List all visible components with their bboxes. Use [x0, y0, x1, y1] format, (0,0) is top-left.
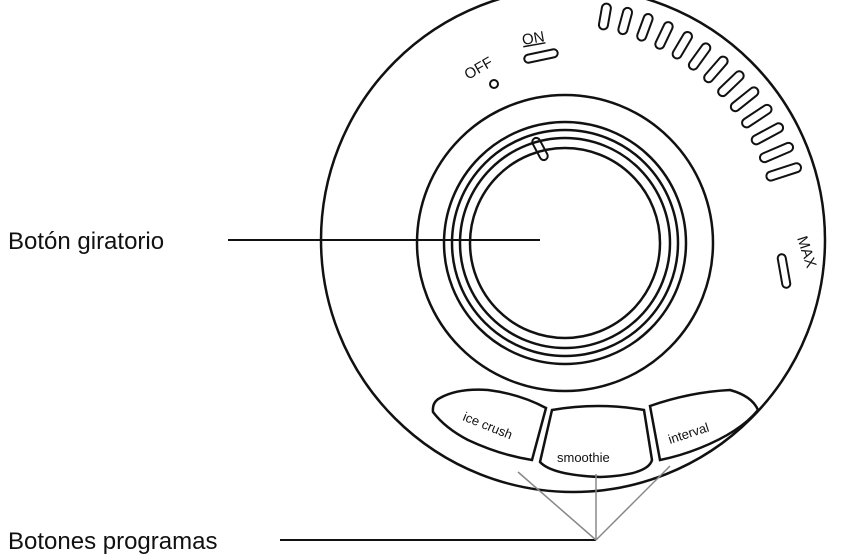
on-slot [523, 48, 559, 64]
smoothie-label: smoothie [557, 450, 610, 465]
buttons-callout-label: Botones programas [8, 528, 217, 555]
interval-button[interactable]: interval [648, 388, 760, 462]
speed-scale [597, 2, 803, 182]
leader-to-ice-crush [517, 471, 597, 541]
knob-callout-label: Botón giratorio [8, 228, 164, 255]
off-indicator-dot [489, 79, 499, 89]
interval-label: interval [666, 420, 711, 447]
speed-slot [750, 122, 785, 146]
speed-slot [729, 86, 760, 113]
speed-slot [741, 103, 773, 129]
speed-slot [758, 141, 795, 164]
speed-slot [765, 162, 803, 182]
speed-slot [671, 30, 693, 60]
knob-inner-ring [468, 146, 662, 340]
ice-crush-label: ice crush [461, 409, 515, 442]
speed-slot [617, 6, 634, 36]
knob-ring-4 [458, 136, 672, 350]
max-label: MAX [793, 234, 819, 270]
speed-slot [654, 21, 674, 50]
speed-slot [597, 2, 612, 31]
max-slot [776, 253, 792, 289]
leader-to-interval [595, 465, 671, 541]
knob-pointer-indicator [531, 136, 549, 162]
knob-ring-2 [442, 120, 688, 366]
smoothie-button[interactable]: smoothie [538, 404, 654, 479]
knob-ring-3 [450, 128, 680, 358]
speed-slot [703, 55, 729, 84]
speed-slot [687, 42, 712, 71]
ice-crush-button[interactable]: ice crush [431, 388, 548, 462]
rotary-knob[interactable] [415, 93, 715, 393]
speed-slot [717, 70, 745, 98]
on-label: ON [521, 28, 546, 49]
knob-outer-ring [415, 93, 715, 393]
off-label: OFF [462, 54, 496, 84]
speed-slot [636, 13, 654, 42]
